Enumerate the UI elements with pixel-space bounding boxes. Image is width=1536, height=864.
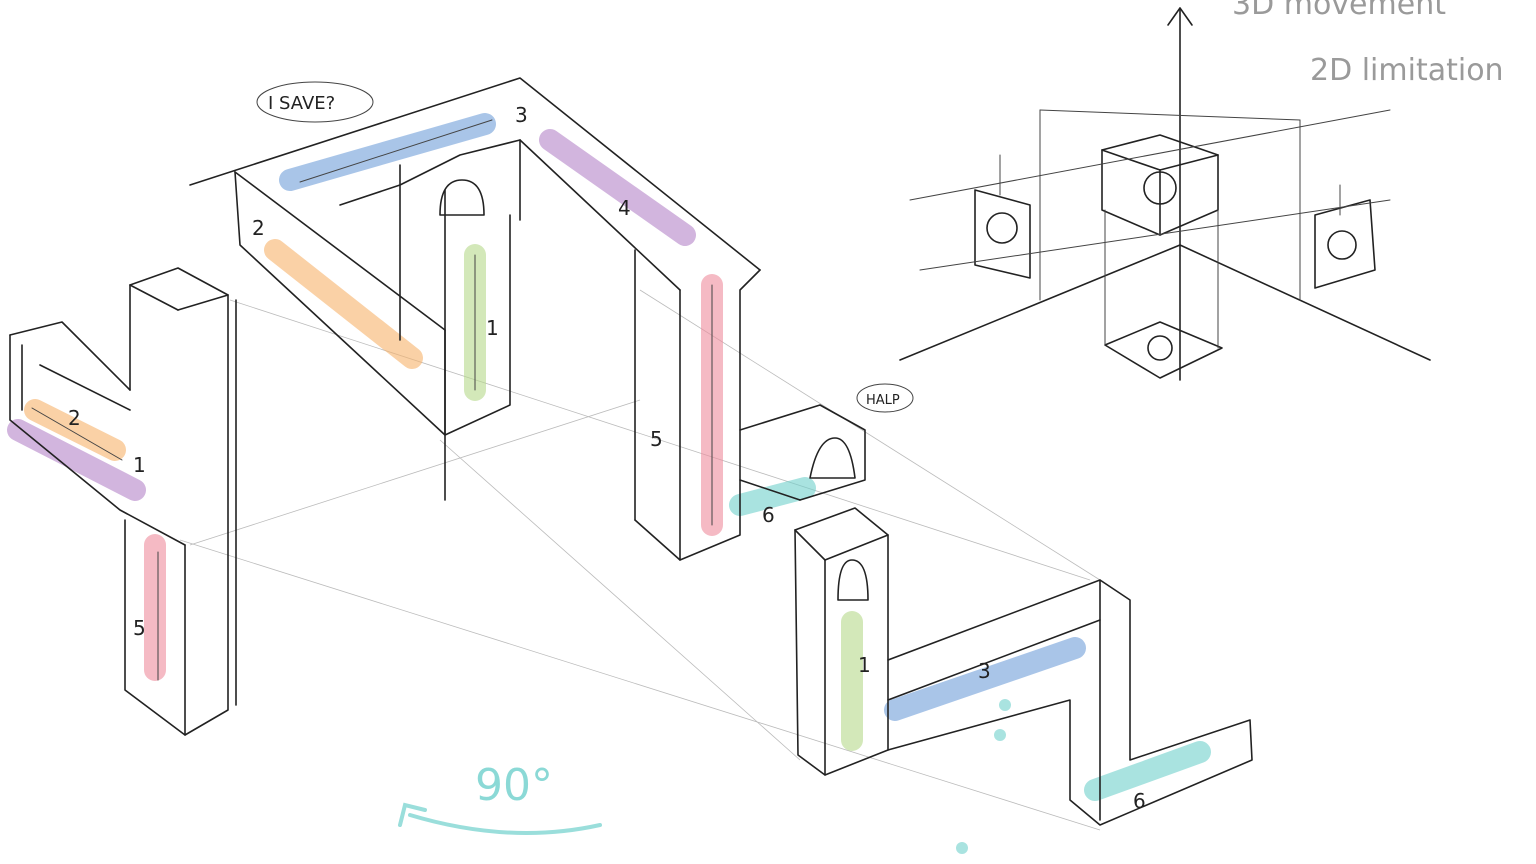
step-label: 6 [1133, 789, 1146, 813]
teal-dot [999, 699, 1011, 711]
character-doodle-icon [439, 179, 485, 216]
path-highlights [7, 113, 1211, 854]
step-label: 3 [978, 659, 991, 683]
rotation-angle-label: 90° [475, 760, 553, 811]
character-doodle-icon [809, 437, 856, 479]
step-label: 1 [858, 653, 871, 677]
step-label: 1 [486, 316, 499, 340]
lower-structure [794, 507, 1253, 826]
highlight-purple [539, 129, 696, 246]
highlight-blue [279, 113, 496, 191]
teal-dot [994, 729, 1006, 741]
highlight-left-purple [7, 419, 146, 501]
highlight-orange [264, 239, 423, 369]
highlight-left-orange [24, 399, 126, 461]
highlight-lower-teal [1084, 741, 1211, 801]
character-doodle-icon [837, 559, 869, 601]
highlight-teal [729, 477, 816, 516]
guide-lines [179, 289, 1101, 831]
step-label: 5 [650, 427, 663, 451]
speech-save: I SAVE? [268, 93, 335, 114]
rotation-arrow-icon [398, 802, 602, 835]
step-label: 6 [762, 503, 775, 527]
step-label: 2 [68, 406, 81, 430]
highlight-lower-blue [884, 637, 1086, 721]
speech-help: HALP [866, 393, 900, 408]
teal-dot [956, 842, 968, 854]
note-3d-movement: 3D movement [1232, 0, 1446, 22]
step-label: 2 [252, 216, 265, 240]
step-label: 4 [618, 196, 631, 220]
note-2d-limitation: 2D limitation [1310, 53, 1504, 88]
step-label: 3 [515, 103, 528, 127]
speech-bubble-save [256, 81, 374, 123]
axes-diagram [899, 7, 1431, 381]
step-label: 1 [133, 453, 146, 477]
step-label: 5 [133, 616, 146, 640]
speech-bubble-help [856, 383, 914, 413]
left-structure [9, 267, 237, 736]
upper-structure [189, 77, 866, 561]
